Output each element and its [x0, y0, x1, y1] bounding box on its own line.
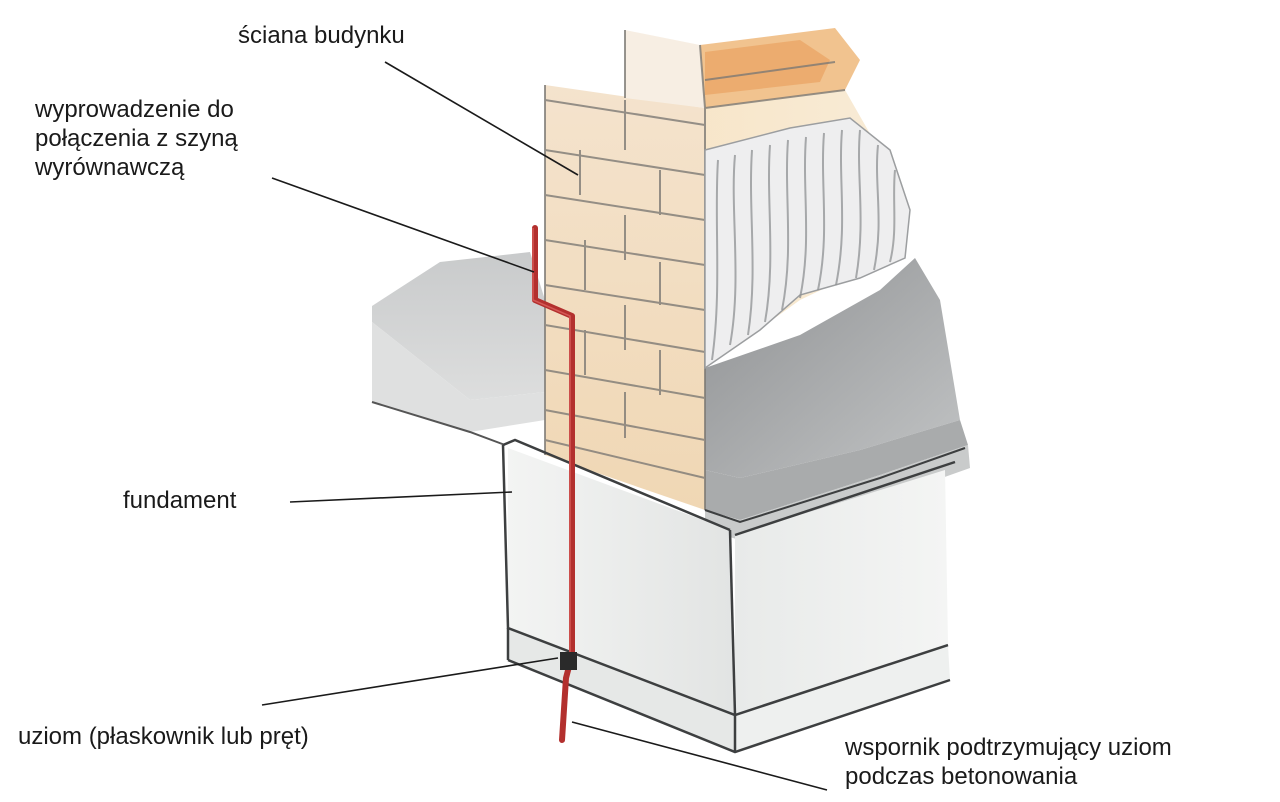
label-lead-out-line-3: wyrównawczą	[35, 154, 185, 181]
wall-plaster	[704, 117, 911, 370]
leader-lead-out	[271, 177, 535, 273]
label-foundation: fundament	[123, 487, 237, 514]
label-wall: ściana budynku	[238, 22, 405, 49]
leader-lines	[261, 61, 828, 791]
label-bracket-line-2: podczas betonowania	[845, 763, 1078, 790]
label-electrode: uziom (płaskownik lub pręt)	[18, 723, 309, 750]
bracket-clamp	[560, 652, 577, 670]
label-bracket: wspornik podtrzymujący uziom podczas bet…	[845, 733, 1172, 791]
label-lead-out-line-1: wyprowadzenie do	[35, 96, 234, 123]
label-bracket-line-1: wspornik podtrzymujący uziom	[845, 734, 1172, 761]
earthing-conductor	[532, 225, 577, 743]
leader-wall	[384, 61, 579, 176]
label-lead-out: wyprowadzenie do połączenia z szyną wyró…	[35, 95, 238, 182]
leader-bracket	[571, 721, 828, 791]
leader-foundation	[289, 491, 513, 503]
label-lead-out-line-2: połączenia z szyną	[35, 125, 238, 152]
leader-electrode	[261, 657, 559, 706]
ground-slab-left	[371, 252, 545, 446]
